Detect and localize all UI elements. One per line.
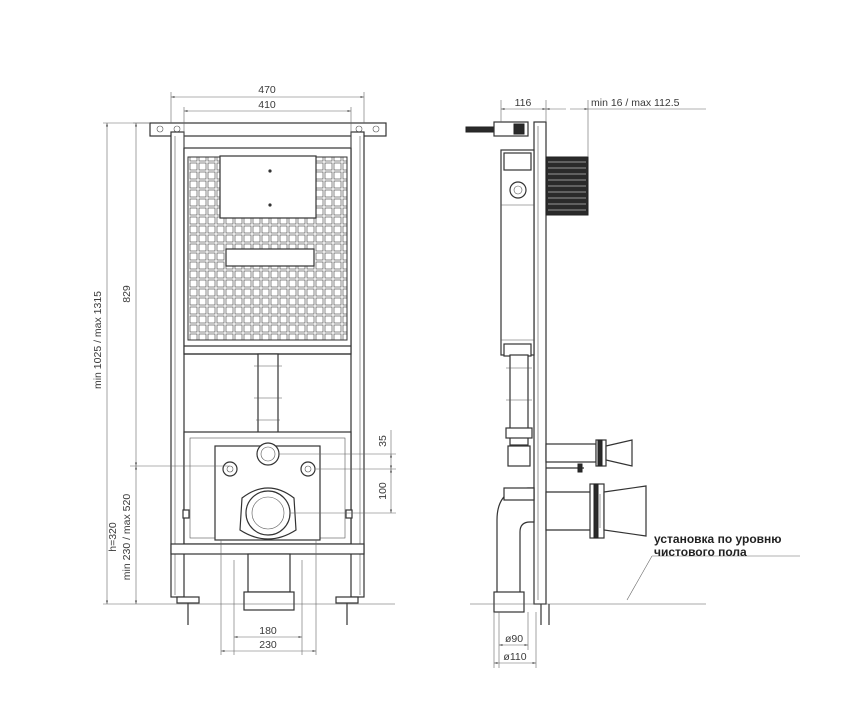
bolt-icon [156, 125, 164, 133]
side-foot [493, 591, 525, 613]
dim-pipe-110: ø110 [503, 651, 526, 663]
dim-offset-100: 100 [377, 482, 389, 500]
drain-stub [247, 553, 291, 593]
dim-foot-outer: 230 [259, 639, 277, 651]
actuator-bar [465, 126, 497, 133]
dim-frame-width: 410 [258, 99, 276, 111]
drain-bend [496, 487, 535, 601]
side-frame [533, 121, 547, 605]
bottom-rail [170, 543, 365, 555]
floor-note-line2: чистового пола [654, 545, 747, 559]
front-view: 470 410 min 1025 / max 1315 829 h=320 mi… [92, 84, 396, 655]
dim-wall-range: min 16 / max 112.5 [591, 97, 680, 109]
frame-post-right [350, 131, 365, 598]
valve-icon [509, 181, 527, 199]
stud-right-icon [300, 461, 316, 477]
dim-foot-inner: 180 [259, 625, 277, 637]
dim-floor-range: min 230 / max 520 [121, 494, 133, 581]
drain-outlet-icon [245, 490, 291, 536]
floor-note-line1: установка по уровню [654, 532, 782, 546]
water-inlet-icon [256, 442, 280, 466]
foot-left [176, 596, 200, 604]
supply-nozzle [605, 439, 633, 467]
stud-left-icon [222, 461, 238, 477]
dim-total-width: 470 [258, 84, 276, 96]
inspection-slot [225, 248, 315, 267]
dim-offset-35: 35 [377, 435, 389, 447]
side-view: установка по уровню чистового пола 116 m… [465, 97, 800, 668]
drain-nozzle [603, 485, 647, 537]
drain-bend-foot [243, 591, 295, 611]
dim-floor-height: h=320 [107, 522, 119, 552]
note-leader [626, 555, 653, 601]
foot-right [335, 596, 359, 604]
dim-pipe-90: ø90 [505, 633, 523, 645]
flush-plate-opening [219, 155, 317, 219]
drain-outlet-side [545, 491, 597, 531]
top-bracket [149, 122, 387, 137]
tank-side [500, 149, 535, 356]
frame-post-left [170, 131, 185, 598]
screw-icon [268, 169, 272, 173]
dim-depth: 116 [515, 97, 532, 109]
dim-tank-height: 829 [121, 285, 133, 303]
screw-icon [268, 203, 272, 207]
dim-height-range: min 1025 / max 1315 [92, 291, 104, 389]
bolt-icon [372, 125, 380, 133]
water-supply-fitting [545, 443, 597, 463]
